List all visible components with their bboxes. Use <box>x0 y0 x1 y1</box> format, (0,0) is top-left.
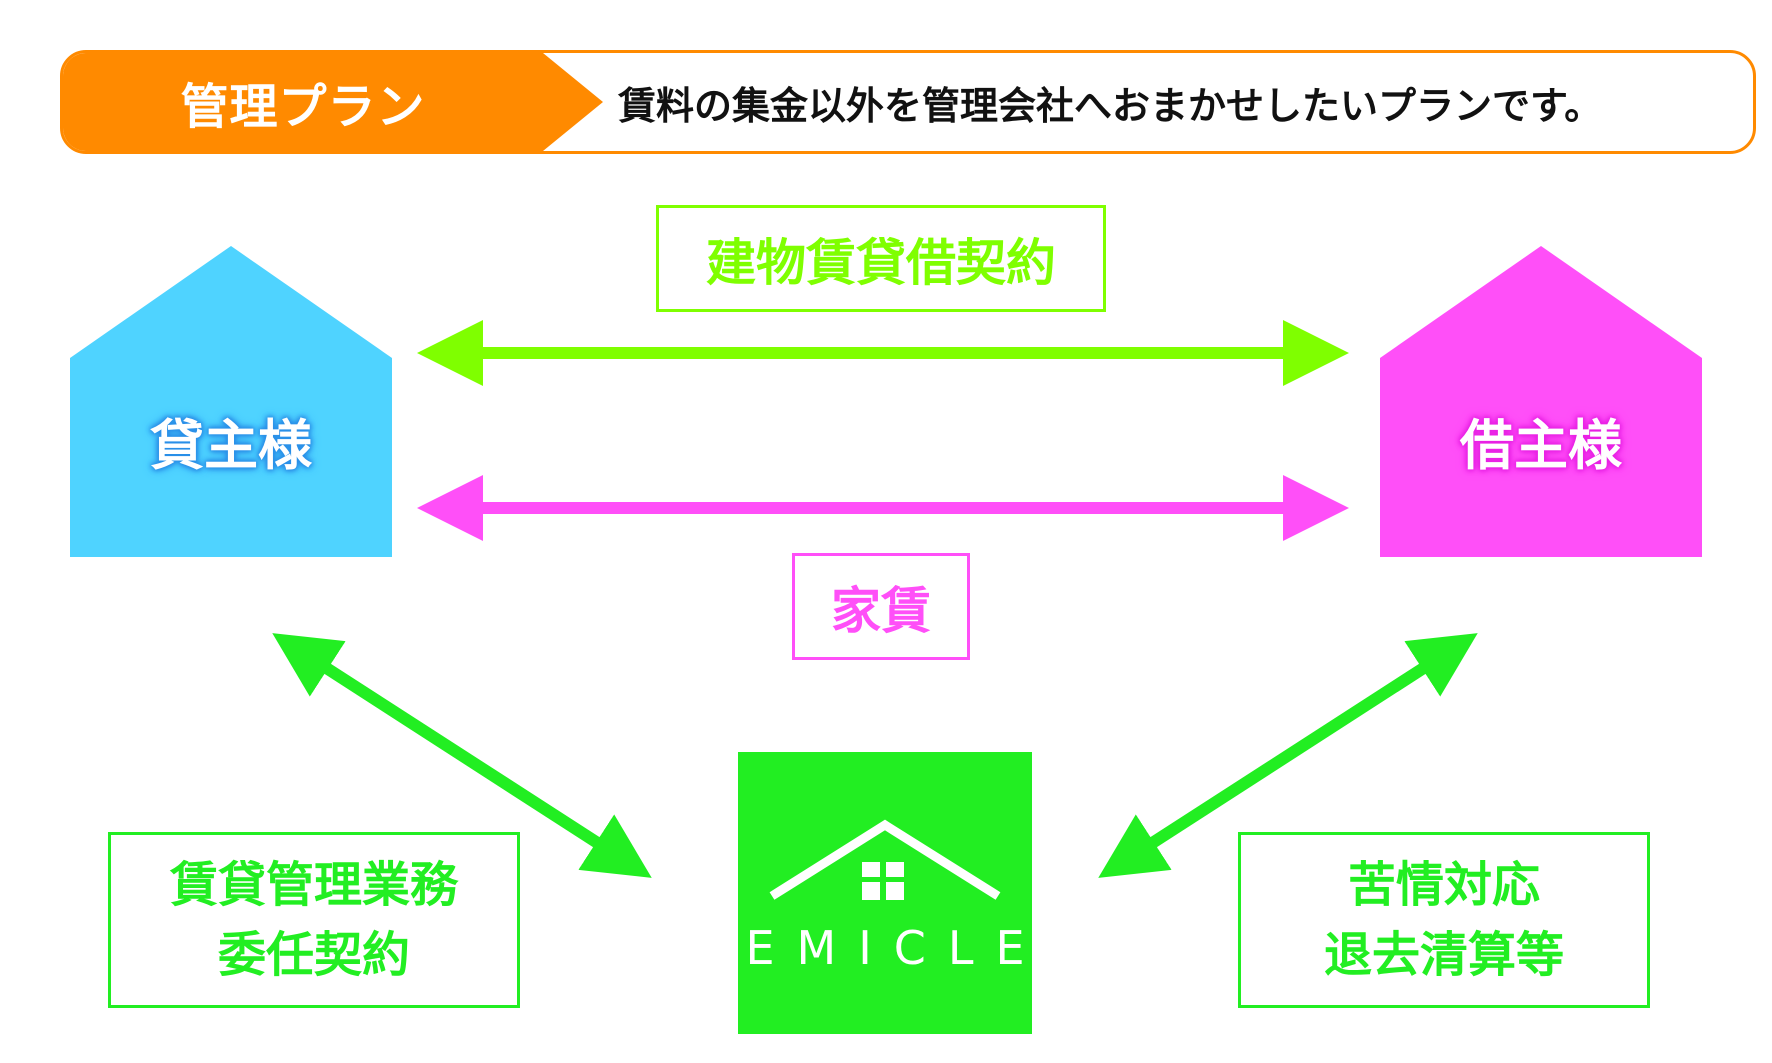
lessor-label: 貸主様 <box>150 413 312 477</box>
lessor-management-arrow <box>272 633 652 878</box>
plan-tag-label: 管理プラン <box>180 79 426 135</box>
plan-tag-shape <box>63 53 603 151</box>
plan-tag: 管理プラン <box>63 53 603 151</box>
tenant-house <box>1380 246 1702 557</box>
tenant-label: 借主様 <box>1460 413 1622 477</box>
plan-banner: 管理プラン 賃料の集金以外を管理会社へおまかせしたいプランです。 <box>60 50 1756 154</box>
tenant-management-arrow <box>1098 633 1478 878</box>
logo-box <box>738 752 1032 1034</box>
management-label-line2: 委任契約 <box>217 927 410 983</box>
lessor-house <box>70 246 392 557</box>
support-box: 苦情対応 退去清算等 <box>1238 832 1650 1008</box>
logo-roof-icon <box>769 819 1001 900</box>
support-label-line2: 退去清算等 <box>1323 927 1564 983</box>
rent-box: 家賃 <box>792 553 970 660</box>
management-contract-box: 賃貸管理業務 委任契約 <box>108 832 520 1008</box>
contract-label: 建物賃貸借契約 <box>706 233 1056 292</box>
support-label-line1: 苦情対応 <box>1347 857 1540 913</box>
logo-wordmark: EMICLE <box>745 921 1047 975</box>
rent-label: 家賃 <box>831 581 931 640</box>
contract-box: 建物賃貸借契約 <box>656 205 1106 312</box>
plan-description: 賃料の集金以外を管理会社へおまかせしたいプランです。 <box>618 83 1603 128</box>
logo-window-icon <box>862 862 904 900</box>
management-label-line1: 賃貸管理業務 <box>169 857 458 913</box>
